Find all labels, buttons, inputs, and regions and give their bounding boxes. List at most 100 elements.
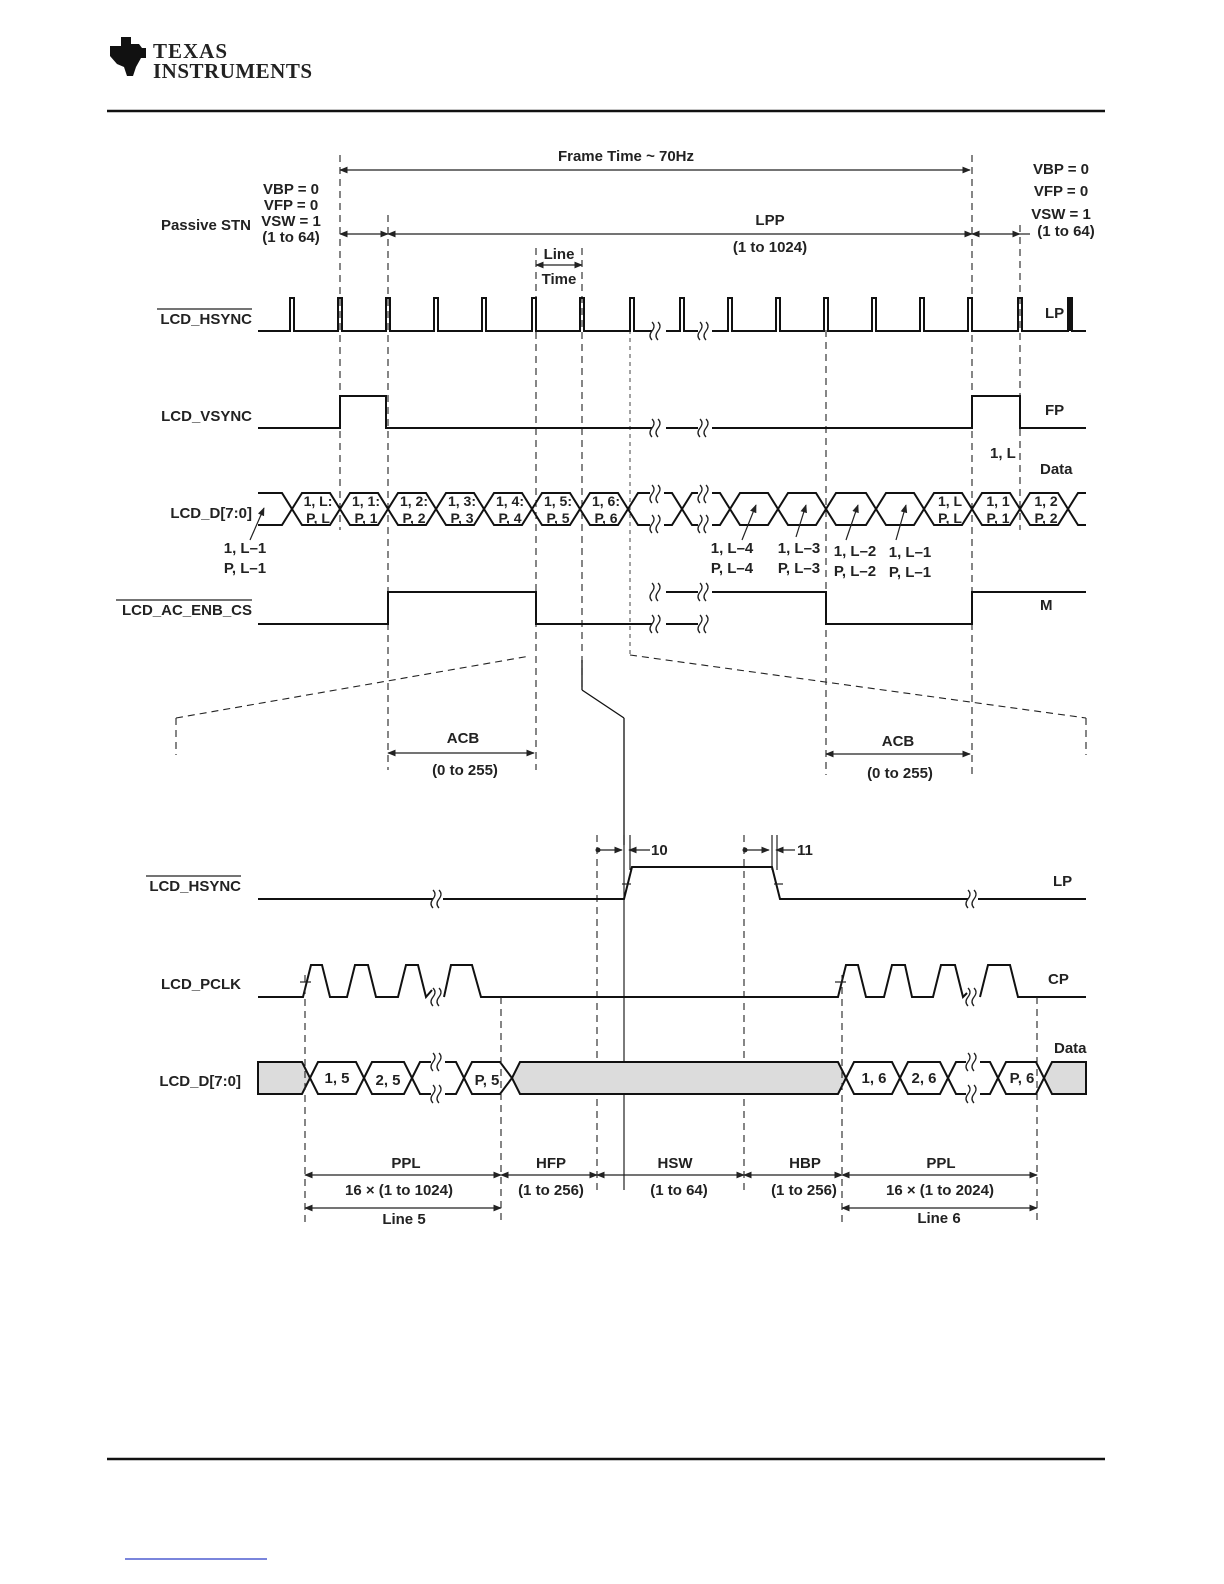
data-cell-text: 1, 1: [986, 493, 1010, 509]
right-vbp: VBP = 0: [1033, 161, 1089, 178]
callout-l1-right: 1, L–1 P, L–1: [889, 504, 932, 581]
top-signal-hsync: LCD_HSYNC: [157, 308, 252, 328]
line6-label: Line 6: [917, 1210, 960, 1227]
line-time-label-line: Line: [544, 246, 575, 263]
callout-text: 1, L–1: [889, 544, 932, 561]
seg-hbp: HBP: [789, 1155, 821, 1172]
seg-hfp-range: (1 to 256): [518, 1182, 584, 1199]
data-cell-text: P, 6: [594, 510, 617, 526]
callout-text: P, L–3: [778, 560, 820, 577]
top-one-l-label: 1, L: [990, 445, 1016, 462]
ti-logo-icon: [110, 37, 146, 76]
bottom-hsync-label: LCD_HSYNC: [149, 878, 241, 895]
callout-l4: 1, L–4 P, L–4: [711, 504, 757, 577]
bottom-data-bus: [257, 1052, 1087, 1104]
data-cell-text: 1, 3:: [448, 493, 476, 509]
lpp-label: LPP: [755, 212, 784, 229]
logo-text-line1: Texas: [153, 39, 228, 63]
seg-ppl-left-range: 16 × (1 to 1024): [345, 1182, 453, 1199]
lpp-range: (1 to 1024): [733, 239, 807, 256]
top-hsync-break: [649, 321, 709, 341]
callout-text: 1, L–4: [711, 540, 754, 557]
data-cell-text: 1, 5:: [544, 493, 572, 509]
top-vsync-wave: [258, 395, 1086, 429]
top-data-bus: 1, L:P, L1, 1:P, 11, 2:P, 21, 3:P, 31, 4…: [258, 492, 1086, 526]
right-vfp: VFP = 0: [1034, 183, 1088, 200]
callout-text: P, L–1: [224, 560, 266, 577]
left-vsw: VSW = 1: [261, 213, 321, 230]
data-cell-text: P, 2: [402, 510, 425, 526]
seg-hfp: HFP: [536, 1155, 566, 1172]
data-cell-text: 1, 4:: [496, 493, 524, 509]
bottom-pclk-break: [430, 987, 977, 1007]
bottom-hsync-wave: [258, 866, 1086, 900]
top-acenb-wave: [258, 591, 1086, 625]
top-acenb-label: LCD_AC_ENB_CS: [122, 602, 252, 619]
seg-ppl-left: PPL: [391, 1155, 420, 1172]
callout-text: 1, L–1: [224, 540, 267, 557]
bottom-hsync-break: [430, 889, 977, 909]
callout-text: 1, L–3: [778, 540, 821, 557]
bottom-cp-label: CP: [1048, 971, 1069, 988]
zoom-projection: [175, 654, 1087, 845]
bottom-lp-label: LP: [1053, 873, 1072, 890]
data-cell-text: 1, 2: [1034, 493, 1058, 509]
frame-time-label: Frame Time ~ 70Hz: [558, 148, 694, 165]
callout-text: P, L–2: [834, 563, 876, 580]
bottom-cell-p-5: P, 5: [475, 1072, 500, 1089]
bottom-pclk-wave: [258, 964, 1086, 1000]
left-range: (1 to 64): [262, 229, 320, 246]
data-cell: [776, 492, 828, 526]
top-guides: [339, 155, 1021, 775]
bottom-data-label: LCD_D[7:0]: [159, 1073, 241, 1090]
data-cell-text: P, 4: [498, 510, 521, 526]
data-cell-text: 1, 1:: [352, 493, 380, 509]
seg-hsw: HSW: [658, 1155, 694, 1172]
data-cell-text: P, L: [306, 510, 330, 526]
top-data-break: [649, 484, 709, 534]
bottom-signal-hsync: LCD_HSYNC: [146, 875, 241, 895]
data-cell-text: P, 1: [354, 510, 377, 526]
data-cell-text: 1, 6:: [592, 493, 620, 509]
left-vbp: VBP = 0: [263, 181, 319, 198]
acb-left-label: ACB: [447, 730, 480, 747]
top-vsync-break: [649, 418, 709, 438]
callout-text: P, L–4: [711, 560, 754, 577]
data-cell-text: P, 2: [1034, 510, 1057, 526]
callout-l3: 1, L–3 P, L–3: [778, 504, 821, 577]
right-range: (1 to 64): [1037, 223, 1095, 240]
top-data-label: LCD_D[7:0]: [170, 505, 252, 522]
acb-left-range: (0 to 255): [432, 762, 498, 779]
acb-right-range: (0 to 255): [867, 765, 933, 782]
top-fp-label: FP: [1045, 402, 1064, 419]
top-hsync-label: LCD_HSYNC: [160, 311, 252, 328]
bottom-cell-2-6: 2, 6: [911, 1070, 936, 1087]
callout-l2: 1, L–2 P, L–2: [834, 504, 876, 580]
top-vsync-label: LCD_VSYNC: [161, 408, 252, 425]
top-m-label: M: [1040, 597, 1053, 614]
callout-l1-left: 1, L–1 P, L–1: [224, 507, 267, 577]
top-data-right-label: Data: [1040, 461, 1073, 478]
bottom-cell-2-5: 2, 5: [375, 1072, 400, 1089]
bottom-pclk-label: LCD_PCLK: [161, 976, 241, 993]
data-cell-text: 1, L:: [304, 493, 333, 509]
ti-logo: Texas Instruments: [110, 37, 313, 83]
top-hsync-wave: [258, 297, 1086, 332]
timing-11: 11: [742, 835, 813, 1190]
acb-right-label: ACB: [882, 733, 915, 750]
right-vsw: VSW = 1: [1031, 206, 1091, 223]
data-cell-text: P, 3: [450, 510, 473, 526]
data-cell-text: 1, L: [938, 493, 963, 509]
bottom-cell-1-6: 1, 6: [861, 1070, 886, 1087]
seg-hbp-range: (1 to 256): [771, 1182, 837, 1199]
data-cell: [824, 492, 878, 526]
logo-text-line2: Instruments: [153, 59, 313, 83]
callout-text: P, L–1: [889, 564, 931, 581]
top-signal-acenb: LCD_AC_ENB_CS: [116, 599, 252, 619]
t10-label: 10: [651, 842, 668, 859]
seg-ppl-right-range: 16 × (1 to 2024): [886, 1182, 994, 1199]
line5-label: Line 5: [382, 1211, 425, 1228]
bottom-cell-1-5: 1, 5: [324, 1070, 349, 1087]
seg-hsw-range: (1 to 64): [650, 1182, 708, 1199]
